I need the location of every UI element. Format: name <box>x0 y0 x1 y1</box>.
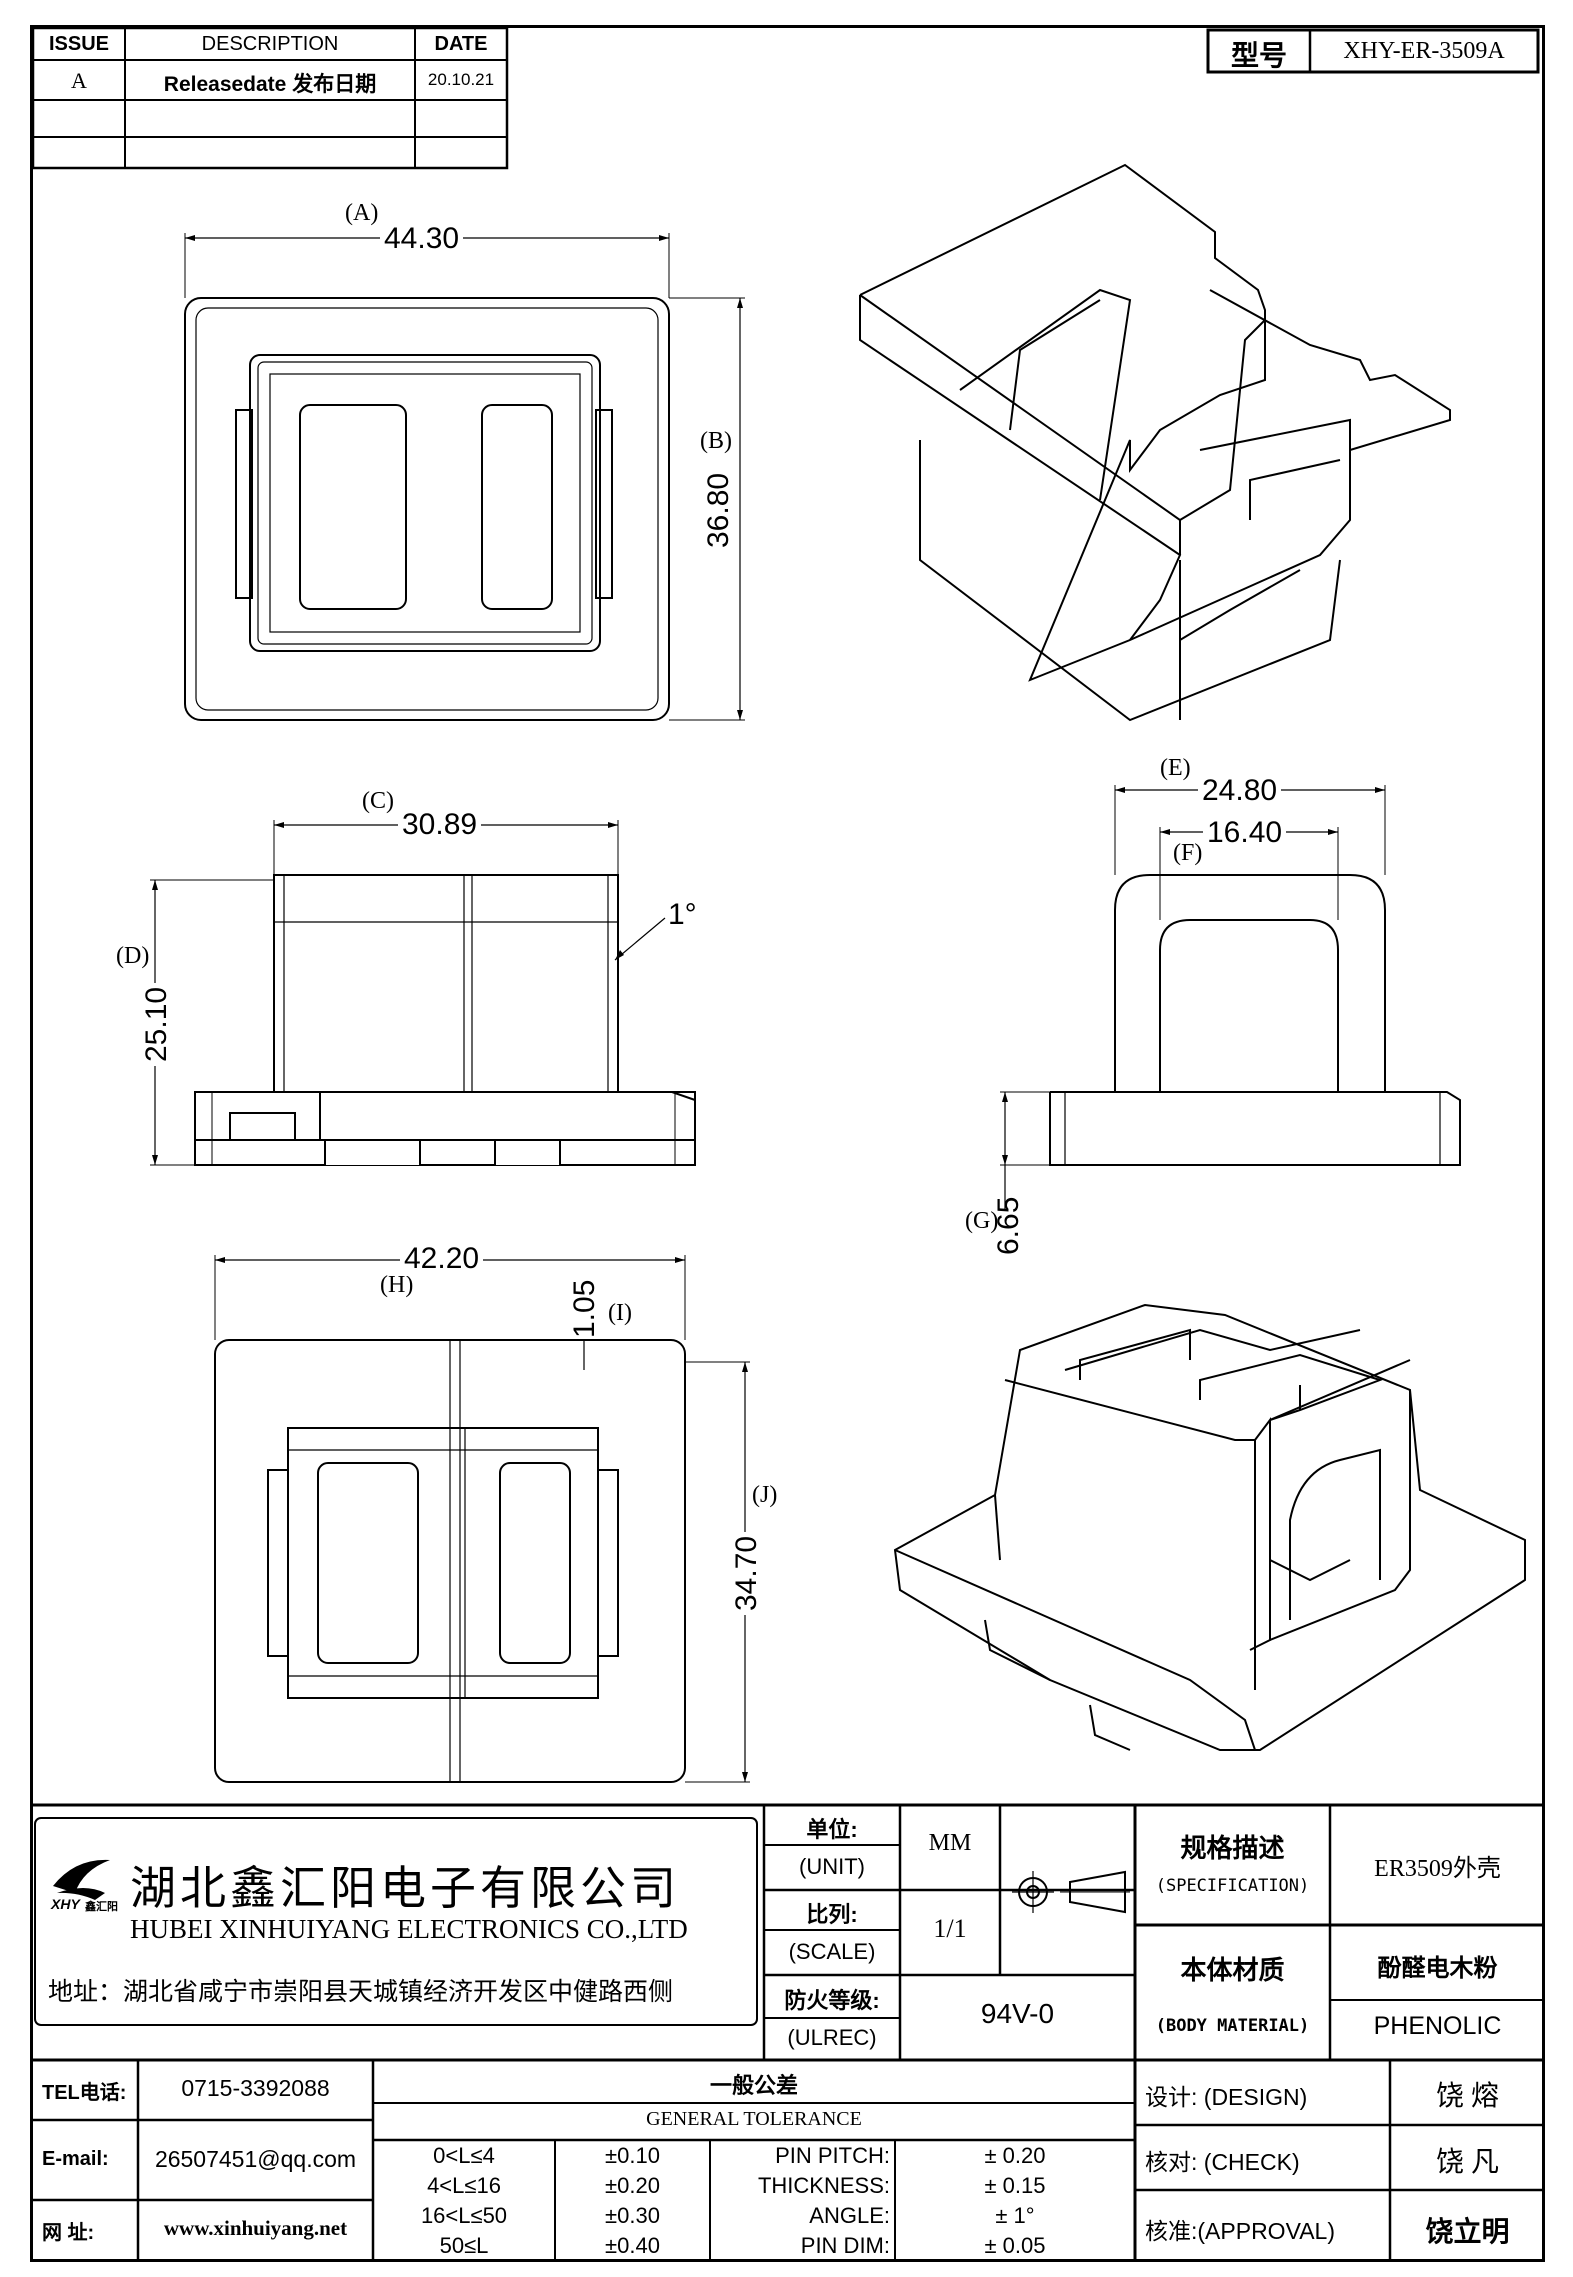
revision-header-description: DESCRIPTION <box>201 33 339 55</box>
approval-name: 饶立明 <box>1425 2216 1510 2247</box>
tolerance-other-label: PIN PITCH: <box>775 2143 890 2168</box>
tolerance-other-label: PIN DIM: <box>800 2233 890 2258</box>
dim-d-value: 25.10 <box>140 982 174 1066</box>
material-value-cn: 酚醛电木粉 <box>1377 1955 1498 1982</box>
company-name-cn: 湖北鑫汇阳电子有限公司 <box>130 1863 680 1914</box>
design-label: 设计: (DESIGN) <box>1145 2084 1308 2110</box>
unit-value: MM <box>928 1830 972 1856</box>
logo-subtext: 鑫汇阳 <box>85 1901 118 1913</box>
dim-e-value: 24.80 <box>1198 774 1282 808</box>
revision-row-date: 20.10.21 <box>427 70 495 89</box>
dim-h-tag: (H) <box>380 1272 414 1298</box>
company-address: 地址：湖北省咸宁市崇阳县天城镇经济开发区中健路西侧 <box>48 1978 674 2006</box>
drawing-frame <box>30 25 1545 2262</box>
email-value: 26507451@qq.com <box>154 2146 357 2172</box>
fire-label-en: (ULREC) <box>787 2025 877 2050</box>
tolerance-other-label: THICKNESS: <box>757 2173 890 2198</box>
dim-f-tag: (F) <box>1173 840 1203 866</box>
tolerance-value: ±0.30 <box>605 2203 660 2228</box>
material-value-en: PHENOLIC <box>1373 2012 1502 2040</box>
dim-i-value: 1.05 <box>568 1279 601 1338</box>
tel-value: 0715-3392088 <box>181 2075 330 2101</box>
check-name: 饶 凡 <box>1435 2147 1499 2178</box>
web-label: 网 址: <box>42 2222 95 2244</box>
unit-label: 单位: <box>806 1817 858 1842</box>
tolerance-range: 50≤L <box>439 2233 489 2258</box>
model-label: 型号 <box>1230 40 1287 71</box>
dim-h-value: 42.20 <box>400 1242 484 1276</box>
dim-a-value: 44.30 <box>380 222 464 256</box>
spec-label-en: (SPECIFICATION) <box>1155 1876 1310 1896</box>
approval-label: 核准:(APPROVAL) <box>1145 2218 1335 2244</box>
web-value: www.xinhuiyang.net <box>163 2216 348 2240</box>
dim-b-value: 36.80 <box>702 468 736 552</box>
logo-text: XHY <box>51 1896 80 1912</box>
check-label: 核对: (CHECK) <box>1145 2149 1300 2175</box>
revision-row-issue: A <box>71 68 87 93</box>
tolerance-title-cn: 一般公差 <box>709 2073 798 2098</box>
fire-label: 防火等级: <box>784 1988 880 2013</box>
company-name-en: HUBEI XINHUIYANG ELECTRONICS CO.,LTD <box>130 1914 688 1944</box>
logo-icon <box>53 1859 110 1900</box>
email-label: E-mail: <box>42 2148 109 2170</box>
dim-g-tag: (G) <box>965 1208 999 1234</box>
scale-label-en: (SCALE) <box>788 1939 876 1964</box>
tolerance-title-en: GENERAL TOLERANCE <box>646 2108 862 2130</box>
scale-label: 比列: <box>806 1902 858 1927</box>
dim-g-value: 6.65 <box>992 1196 1025 1255</box>
dim-c-tag: (C) <box>362 788 394 814</box>
tolerance-other-value: ± 0.20 <box>984 2143 1046 2168</box>
dim-a-tag: (A) <box>345 200 379 226</box>
design-name: 饶 熔 <box>1435 2081 1499 2112</box>
company-logo: XHY 鑫汇阳 <box>45 1848 120 1923</box>
dim-c-value: 30.89 <box>398 808 482 842</box>
dim-j-tag: (J) <box>752 1482 778 1508</box>
tolerance-range: 16<L≤50 <box>420 2203 508 2228</box>
unit-label-en: (UNIT) <box>799 1854 865 1879</box>
dim-i-tag: (I) <box>608 1300 632 1326</box>
scale-value: 1/1 <box>933 1914 967 1943</box>
tolerance-value: ±0.10 <box>605 2143 660 2168</box>
tolerance-range: 0<L≤4 <box>433 2143 495 2168</box>
dim-d-tag: (D) <box>116 943 150 969</box>
tolerance-other-label: ANGLE: <box>809 2203 890 2228</box>
dim-e-tag: (E) <box>1160 755 1191 781</box>
tolerance-other-value: ± 0.15 <box>984 2173 1046 2198</box>
dim-f-value: 16.40 <box>1203 816 1287 850</box>
revision-header-date: DATE <box>434 33 488 55</box>
fire-value: 94V-0 <box>980 1998 1055 2029</box>
material-label: 本体材质 <box>1180 1955 1285 1985</box>
tolerance-range: 4<L≤16 <box>427 2173 501 2198</box>
tolerance-value: ±0.40 <box>605 2233 660 2258</box>
tel-label: TEL电话: <box>42 2082 127 2104</box>
revision-row-description: Releasedate 发布日期 <box>163 73 377 96</box>
tolerance-other-value: ± 0.05 <box>984 2233 1046 2258</box>
revision-header-issue: ISSUE <box>48 33 110 55</box>
model-value: XHY-ER-3509A <box>1343 38 1505 64</box>
dim-j-value: 34.70 <box>730 1531 764 1615</box>
tolerance-other-value: ± 1° <box>995 2203 1035 2228</box>
material-label-en: (BODY MATERIAL) <box>1155 2016 1310 2036</box>
tolerance-value: ±0.20 <box>605 2173 660 2198</box>
spec-label: 规格描述 <box>1180 1833 1285 1863</box>
angle-callout: 1° <box>668 898 697 931</box>
spec-value: ER3509外壳 <box>1374 1856 1501 1882</box>
dim-b-tag: (B) <box>700 428 732 454</box>
